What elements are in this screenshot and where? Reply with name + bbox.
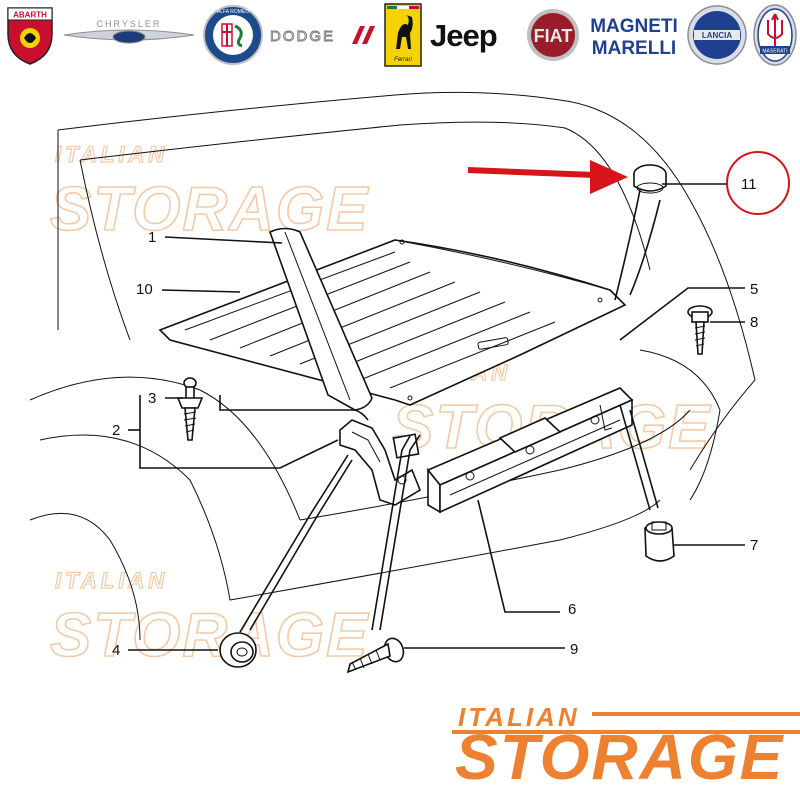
callout-8: 8 — [750, 314, 758, 331]
fiat-logo-text: FIAT — [534, 26, 573, 46]
callout-6: 6 — [568, 601, 576, 618]
brand-logo-bar: ABARTH CHRYSLER ALFA ROMEO — [0, 0, 800, 72]
part-5-leader-lines — [614, 189, 661, 301]
watermark-line2: STORAGE — [50, 601, 369, 670]
part-4-grommet — [219, 632, 257, 668]
abarth-logo-text: ABARTH — [13, 11, 47, 20]
part-6-reinforcement-rail — [426, 387, 634, 514]
footer-rule-middle — [452, 730, 800, 734]
part-2-hinge-bracket — [219, 395, 421, 506]
chrysler-logo: CHRYSLER — [62, 4, 196, 66]
callout-7: 7 — [750, 537, 758, 554]
car-body-outline — [29, 91, 756, 641]
fiat-logo: FIAT — [526, 4, 580, 66]
maserati-logo-text: MASERATI — [762, 49, 787, 55]
maserati-logo: MASERATI — [752, 4, 798, 66]
callout-labels: 1 2 3 4 5 6 7 8 9 10 11 — [112, 176, 758, 659]
alfa-romeo-logo-text: ALFA ROMEO — [217, 9, 249, 15]
part-7-bump-stop — [644, 521, 675, 562]
jeep-logo: Jeep — [428, 4, 516, 66]
watermark-line2: STORAGE — [50, 175, 369, 244]
callout-2: 2 — [112, 422, 120, 439]
part-8-screw — [687, 305, 713, 355]
dodge-logo: DODGE — [268, 4, 378, 66]
part-1-trim-strip — [269, 227, 373, 411]
callout-1: 1 — [148, 229, 156, 246]
ferrari-logo: Ferrari — [384, 3, 422, 67]
highlight-arrow — [467, 160, 628, 194]
dodge-logo-text: DODGE — [270, 28, 335, 45]
part-9-screw — [346, 637, 405, 674]
callout-3: 3 — [148, 390, 156, 407]
abarth-logo: ABARTH — [2, 4, 58, 66]
magneti-marelli-logo-line1: MAGNETI — [590, 16, 678, 37]
callout-9: 9 — [570, 641, 578, 658]
jeep-logo-text: Jeep — [430, 18, 497, 53]
callout-5: 5 — [750, 281, 758, 298]
footer-brand-line2: STORAGE — [455, 721, 785, 793]
part-10-luggage-cover — [158, 239, 627, 406]
watermark-bottom-left: ITALIAN STORAGE — [49, 567, 369, 670]
chrysler-logo-text: CHRYSLER — [97, 19, 162, 29]
watermark-line1: ITALIAN — [55, 142, 168, 167]
highlight-circle-11 — [726, 151, 790, 215]
watermark-top-left: ITALIAN STORAGE — [49, 141, 369, 244]
alfa-romeo-logo: ALFA ROMEO — [202, 4, 264, 66]
callout-10: 10 — [136, 281, 153, 298]
footer-rule-top — [592, 712, 800, 716]
ferrari-logo-text: Ferrari — [394, 57, 412, 63]
footer-brand-line1: ITALIAN — [458, 702, 580, 732]
magneti-marelli-logo: MAGNETI MARELLI — [588, 4, 680, 66]
callout-11: 11 — [741, 176, 757, 193]
callout-4: 4 — [112, 642, 120, 659]
magneti-marelli-logo-line2: MARELLI — [592, 38, 676, 59]
lancia-logo-text: LANCIA — [702, 31, 732, 40]
lancia-logo: LANCIA — [686, 4, 748, 66]
part-11-plug — [633, 164, 667, 194]
leader-lines — [128, 183, 745, 651]
part-3-stud-bolt — [176, 377, 204, 441]
watermark-line1: ITALIAN — [55, 568, 168, 593]
